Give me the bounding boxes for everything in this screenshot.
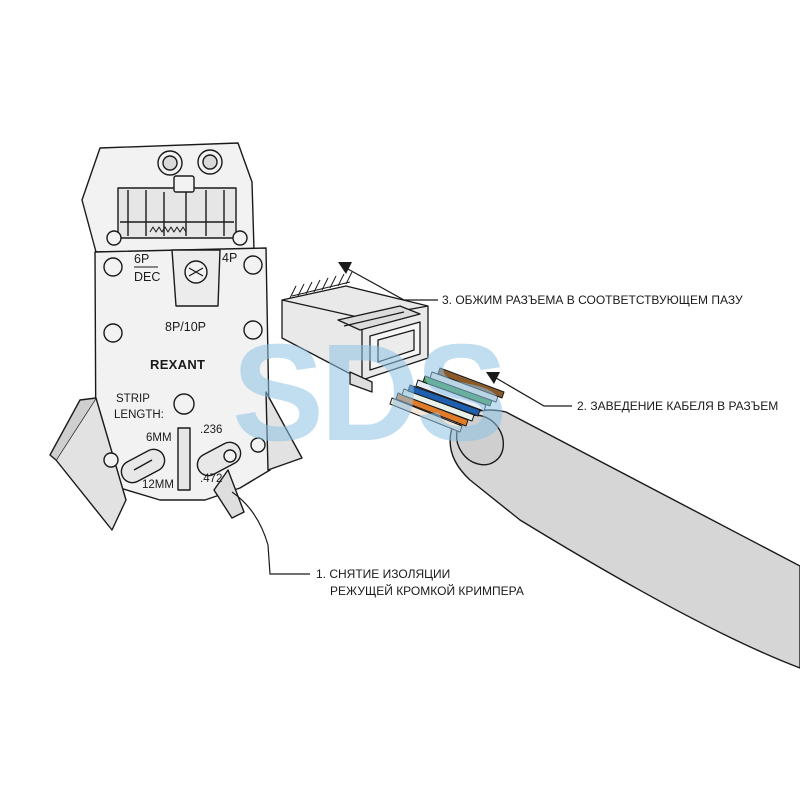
step1-line2: РЕЖУЩЕЙ КРОМКОЙ КРИМПЕРА [330, 583, 524, 598]
cable-jacket [449, 409, 800, 669]
cable-wires [389, 367, 505, 433]
plate-screw-low-left [103, 452, 119, 468]
cable [389, 367, 800, 669]
tool-labels: 6P DEC 4P 8P/10P REXANT STRIP LENGTH: 6M… [114, 251, 237, 491]
leader-step1 [231, 491, 310, 575]
crimp-die-block [117, 187, 237, 239]
arrowhead-step2 [486, 372, 500, 384]
callout-lines [231, 267, 572, 575]
plate-screw-top-left [103, 257, 123, 277]
plate-screw-top-right [243, 255, 263, 275]
label-4p: 4P [222, 251, 237, 265]
label-472: .472 [200, 473, 222, 485]
rj45-connector [281, 271, 429, 393]
label-6mm: 6MM [146, 432, 172, 444]
tool-right-jaw [265, 391, 303, 471]
brand-logo: REXANT [150, 357, 205, 372]
tool-left-jaw [55, 397, 127, 531]
leader-step2 [495, 377, 572, 407]
label-12mm: 12MM [142, 479, 174, 491]
arrowhead-step3 [338, 262, 352, 274]
strip-length-slot [177, 427, 191, 491]
step1-line1: 1. СНЯТИЕ ИЗОЛЯЦИИ [316, 567, 450, 581]
label-dec: DEC [134, 270, 160, 284]
stripping-blade [213, 469, 245, 519]
arrowheads [338, 262, 500, 384]
label-strip: STRIP [116, 393, 150, 405]
label-length: LENGTH: [114, 409, 164, 421]
plate-screw-mid-left [103, 323, 123, 343]
crimping-tool [49, 142, 303, 531]
plate-screw-mid-right [243, 320, 263, 340]
step3-label: 3. ОБЖИМ РАЗЪЕМА В СООТВЕТСТВУЮЩЕМ ПАЗУ [442, 293, 743, 307]
callout-labels: 1. СНЯТИЕ ИЗОЛЯЦИИ РЕЖУЩЕЙ КРОМКОЙ КРИМП… [316, 293, 778, 598]
label-236: .236 [200, 424, 222, 436]
connector-contacts [289, 271, 353, 299]
leader-step3 [345, 267, 438, 301]
plate-screw-low-right [250, 437, 266, 453]
strip-adjust-knob [173, 393, 195, 415]
strip-length-selector [120, 448, 166, 484]
step2-label: 2. ЗАВЕДЕНИЕ КАБЕЛЯ В РАЗЪЕМ [577, 399, 778, 413]
watermark-logo: SDS [232, 316, 504, 470]
label-8p10p: 8P/10P [165, 320, 206, 334]
label-6p: 6P [134, 252, 149, 266]
